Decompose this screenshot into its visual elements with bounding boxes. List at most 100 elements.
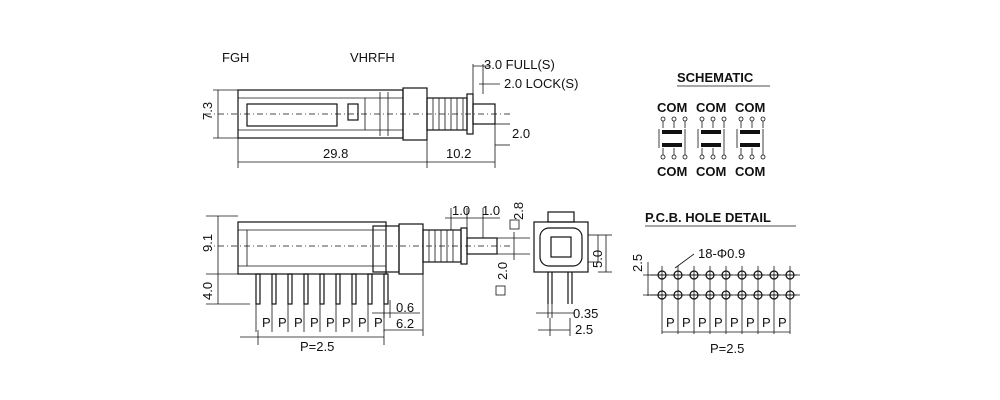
side-pin-label: P — [294, 315, 303, 330]
pcb-pin-label: P — [778, 315, 787, 330]
end-stem-square — [550, 236, 572, 258]
end-offset-dim: 6.2 — [396, 316, 414, 331]
schematic-terminal — [738, 154, 744, 160]
schematic-contact-bar — [740, 143, 760, 147]
side-pin-label: P — [342, 315, 351, 330]
schematic-com-top-1: COM — [657, 100, 687, 115]
end-view: 5.0 0.35 2.5 — [533, 211, 612, 337]
pcb-title: P.C.B. HOLE DETAIL — [645, 210, 771, 225]
side-end-cap — [398, 223, 424, 275]
square-symbol — [509, 219, 520, 230]
schematic-terminal — [749, 154, 755, 160]
schematic-com-bottom-2: COM — [696, 164, 726, 179]
side-pin — [255, 273, 261, 305]
side-pin-label: P — [374, 315, 383, 330]
side-pin-height-dim: 4.0 — [200, 282, 215, 300]
schematic-terminal — [671, 116, 677, 122]
schematic-terminal — [749, 116, 755, 122]
side-pin-label: P — [310, 315, 319, 330]
schematic-com-bottom-1: COM — [657, 164, 687, 179]
schematic-com-top-3: COM — [735, 100, 765, 115]
full-stroke-label: 3.0 FULL(S) — [484, 57, 555, 72]
pin-thickness-dim: 0.6 — [396, 300, 414, 315]
top-label-mid: VHRFH — [350, 50, 395, 65]
schematic-contact-bar — [662, 130, 682, 134]
schematic-terminal — [760, 154, 766, 160]
schematic-terminal — [699, 116, 705, 122]
side-body-outline — [237, 221, 387, 275]
top-latch — [347, 103, 359, 121]
side-pitch-label: P=2.5 — [300, 339, 334, 354]
end-pin-width-dim: 0.35 — [573, 306, 598, 321]
pcb-pitch-label: P=2.5 — [710, 341, 744, 356]
schematic-contacts — [658, 116, 766, 160]
pcb-pin-label: P — [762, 315, 771, 330]
schematic-terminal — [699, 154, 705, 160]
side-pin — [351, 273, 357, 305]
side-height-dim: 9.1 — [200, 234, 215, 252]
pcb-pin-label: P — [730, 315, 739, 330]
top-slider — [246, 103, 338, 127]
side-pin — [367, 273, 373, 305]
pcb-holes-label: 18-Φ0.9 — [698, 246, 745, 261]
schematic-terminal — [721, 116, 727, 122]
top-height-dim: 7.3 — [200, 102, 215, 120]
schematic-terminal — [682, 116, 688, 122]
pcb-pin-label: P — [714, 315, 723, 330]
side-pin — [319, 273, 325, 305]
schematic-com-bottom-3: COM — [735, 164, 765, 179]
schematic-title: SCHEMATIC — [677, 70, 754, 85]
schematic-contact-bar — [662, 143, 682, 147]
schematic-terminal — [660, 116, 666, 122]
schematic-terminal — [710, 116, 716, 122]
stem-dim-b: 1.0 — [482, 203, 500, 218]
top-body-length: 29.8 — [323, 146, 348, 161]
pcb-row-spacing: 2.5 — [630, 254, 645, 272]
pcb-leader — [674, 253, 695, 269]
pcb-pin-label: P — [746, 315, 755, 330]
schematic-terminal — [721, 154, 727, 160]
end-height-dim: 5.0 — [590, 250, 605, 268]
end-socket — [539, 227, 583, 267]
schematic-terminal — [682, 154, 688, 160]
pcb-pin-label: P — [682, 315, 691, 330]
schematic-com-top-2: COM — [696, 100, 726, 115]
end-pin-spacing-dim: 2.5 — [575, 322, 593, 337]
stem-dim-a: 1.0 — [452, 203, 470, 218]
schematic-terminal — [671, 154, 677, 160]
side-pin-label: P — [358, 315, 367, 330]
top-view: FGH VHRFH 7.3 — [200, 50, 578, 168]
square-symbol — [495, 285, 506, 296]
schematic-terminal — [760, 116, 766, 122]
side-pin — [271, 273, 277, 305]
side-pin-label: P — [326, 315, 335, 330]
schematic-contact-bar — [740, 130, 760, 134]
side-pin — [383, 273, 389, 305]
side-pin-label: P — [278, 315, 287, 330]
top-stem-width: 2.0 — [512, 126, 530, 141]
schematic: SCHEMATIC COM COM COM COM COM COM — [657, 70, 770, 179]
end-body-outline — [533, 221, 589, 273]
schematic-terminal — [710, 154, 716, 160]
pcb-pin-label: P — [666, 315, 675, 330]
top-label-left: FGH — [222, 50, 249, 65]
side-pin — [303, 273, 309, 305]
schematic-terminal — [660, 154, 666, 160]
side-pin — [335, 273, 341, 305]
end-top-tab — [547, 211, 575, 223]
side-pin — [287, 273, 293, 305]
top-stem-length: 10.2 — [446, 146, 471, 161]
schematic-contact-bar — [701, 143, 721, 147]
schematic-contact-bar — [701, 130, 721, 134]
stem-square-top: 2.8 — [511, 202, 526, 220]
lock-stroke-label: 2.0 LOCK(S) — [504, 76, 578, 91]
stem-square-side: 2.0 — [495, 262, 510, 280]
side-pin-label: P — [262, 315, 271, 330]
schematic-terminal — [738, 116, 744, 122]
pcb-pin-label: P — [698, 315, 707, 330]
